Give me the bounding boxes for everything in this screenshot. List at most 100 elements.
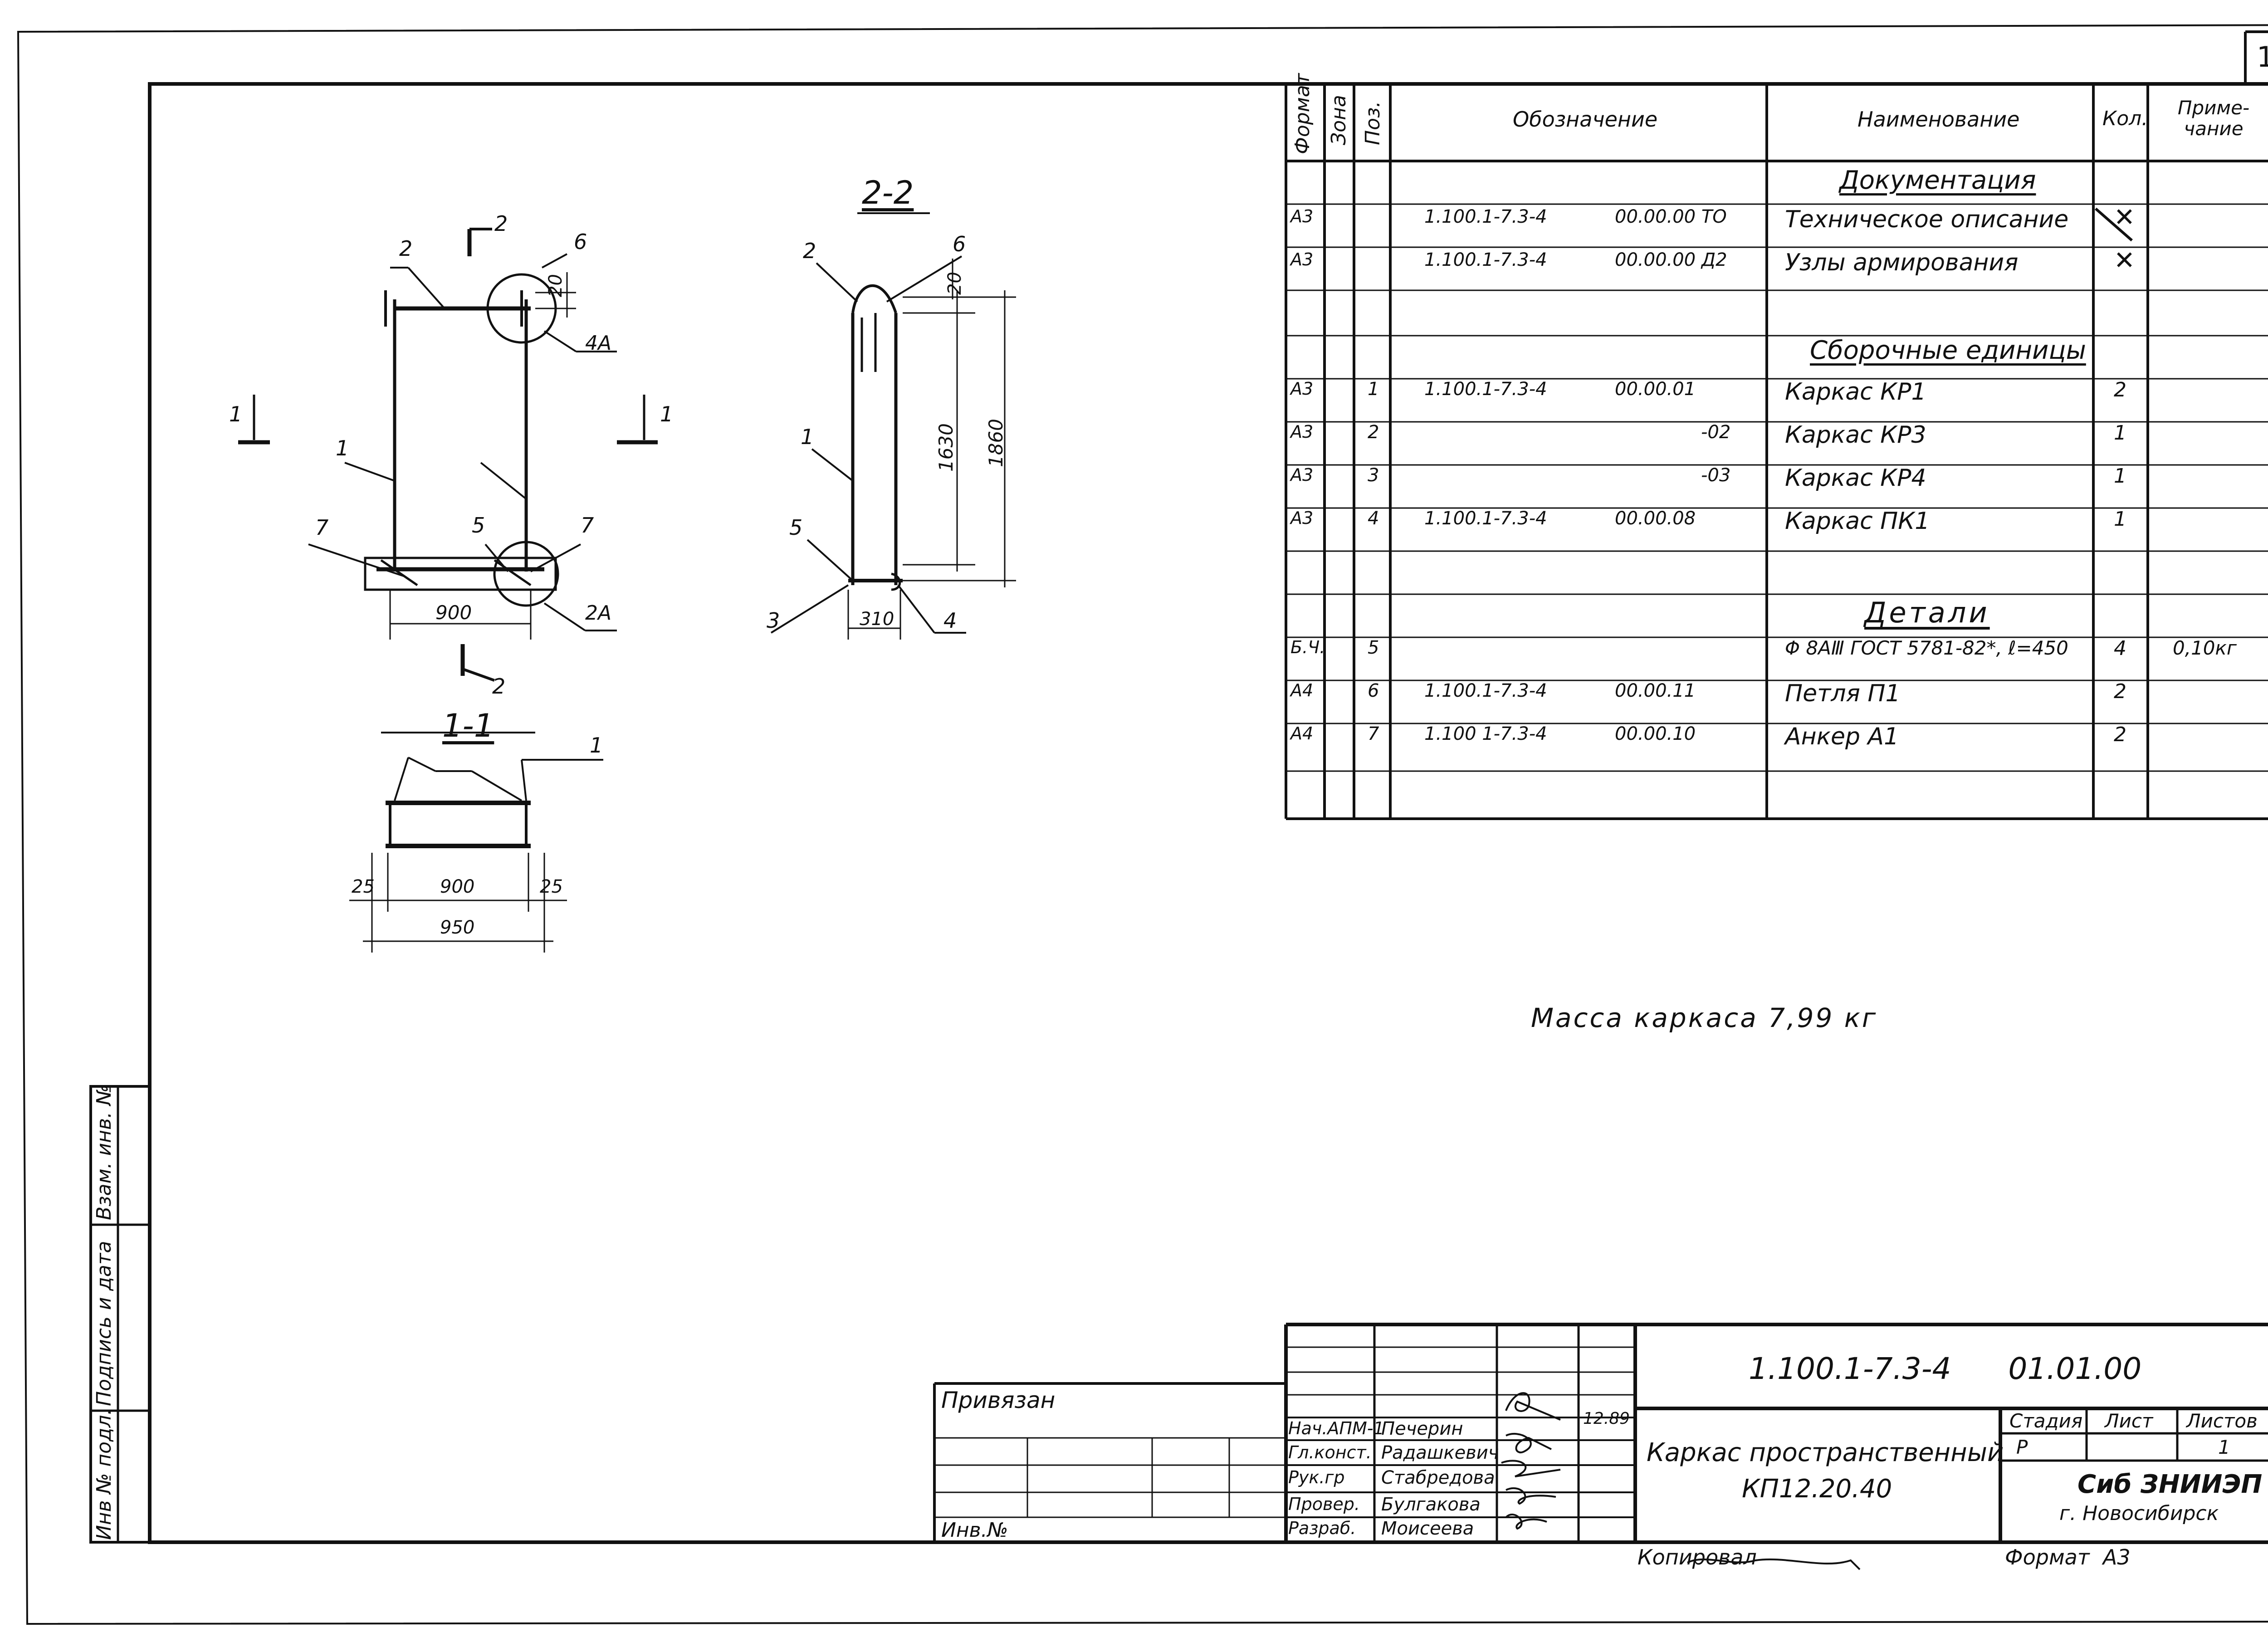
spec-name: Техническое описание [1785,206,2069,233]
front-leader-6: 6 [574,230,587,254]
spec-qty: ✕ [2114,203,2135,232]
signer-name: Стабредова [1381,1467,1495,1488]
front-leader-1: 1 [336,436,349,460]
doc-code: 1.100.1-7.3-4 01.01.00 [1749,1351,2142,1386]
s22-leader-5: 5 [789,515,803,540]
section-1-1-title: 1-1 [442,707,494,744]
spec-qty: ✕ [2114,246,2135,275]
s11-dim-950: 950 [440,917,475,938]
spec-name: Анкер А1 [1785,723,1899,750]
sheets-label: Листов [2186,1410,2258,1432]
spec-suffix: 00.00.08 [1615,508,1696,529]
side-stamp-frame [89,1085,151,1544]
spec-qty: 2 [2114,723,2126,746]
spec-suffix: 00.00.00 ТО [1615,206,1727,227]
spec-qty: 1 [2114,508,2126,531]
title-line1: Каркас пространственный [1647,1438,2004,1467]
stage-value: Р [2016,1436,2028,1458]
spec-format: А3 [1290,508,1314,528]
spec-suffix: 00.00.10 [1615,723,1696,744]
s22-leader-6: 6 [953,232,966,256]
signer-role: Разраб. [1288,1518,1356,1538]
signer-role: Гл.конст. [1288,1442,1372,1462]
front-dim-20: 20 [545,274,566,297]
s11-dim-900: 900 [440,876,475,897]
front-leader-5: 5 [472,513,485,538]
s11-leader-1: 1 [590,733,603,758]
spec-code: 1.100.1-7.3-4 [1424,249,1547,270]
section-2-2-view [770,212,1016,640]
spec-pos: 6 [1368,680,1379,701]
spec-format: А3 [1290,206,1314,226]
spec-name: Φ 8АⅢ ГОСТ 5781-82*, ℓ=450 [1785,637,2068,659]
side-sign-date: Подпись и дата [93,1241,116,1406]
section-documentation: Документация [1839,166,2036,195]
bound-label: Привязан [941,1387,1056,1413]
front-section-mark-top: 2 [494,211,508,236]
front-dim-900: 900 [435,601,472,624]
section-2-2-title: 2-2 [862,174,914,211]
inner-frame [148,82,2268,1544]
callout-2a: 2А [585,601,612,625]
front-section-mark-right: 1 [660,402,674,426]
mass-note: Масса каркаса 7,99 кг [1531,1002,1878,1033]
format-label: Формат А3 [2005,1545,2131,1569]
spec-format: А3 [1290,379,1314,399]
spec-code: 1.100.1-7.3-4 [1424,206,1547,227]
s22-leader-3: 3 [767,608,780,633]
signer-name: Моисеева [1381,1518,1474,1539]
front-leader-2: 2 [399,236,413,261]
s22-leader-4: 4 [943,608,957,633]
org-line1: Сиб ЗНИИЭП [2077,1470,2263,1499]
spec-pos: 2 [1368,422,1379,443]
title-block-grid [933,1323,2268,1542]
spec-name: Петля П1 [1785,680,1901,707]
spec-suffix: 00.00.11 [1615,680,1696,701]
sheet-label: Лист [2105,1410,2153,1432]
side-inv-orig: Инв № подл. [93,1408,116,1540]
spec-format: А3 [1290,465,1314,485]
org-line2: г. Новосибирск [2059,1502,2219,1525]
header-designation: Обозначение [1513,107,1658,132]
spec-name: Каркас КР4 [1785,464,1926,492]
spec-format: А3 [1290,422,1314,442]
title-line2: КП12.20.40 [1742,1474,1892,1504]
s22-dim-20: 20 [944,272,965,295]
paper-edge [17,24,2268,1625]
spec-suffix: 00.00.01 [1615,379,1696,400]
spec-code: 1.100 1-7.3-4 [1424,723,1547,744]
spec-pos: 3 [1368,465,1379,486]
spec-qty: 2 [2114,680,2126,703]
spec-name: Каркас КР3 [1785,421,1926,449]
signer-role: Нач.АПМ-1 [1288,1418,1384,1438]
spec-format: Б.Ч. [1290,637,1325,657]
spec-note: 0,10кг [2173,637,2237,659]
sheet-number: 12 [2257,40,2268,73]
callout-4a: 4А [585,332,612,355]
s22-dim-1860: 1860 [985,419,1007,467]
header-note: Приме-чание [2177,97,2250,140]
spec-qty: 1 [2114,421,2126,445]
spec-code: 1.100.1-7.3-4 [1424,508,1547,529]
header-qty: Кол. [2102,107,2148,130]
front-view [238,228,658,682]
section-assembly-units: Сборочные единицы [1810,336,2086,365]
header-pos: Поз. [1361,101,1384,145]
front-leader-7b: 7 [581,513,594,538]
spec-table-grid [1285,84,2268,820]
side-replace-inv: Взам. инв. № [93,1085,116,1220]
section-1-1-view [349,732,603,953]
spec-qty: 4 [2114,637,2126,660]
spec-suffix: 00.00.00 Д2 [1615,249,1727,270]
header-zone: Зона [1327,95,1350,145]
signer-name: Печерин [1381,1418,1463,1439]
spec-pos: 4 [1368,508,1379,529]
front-section-mark-left: 1 [229,402,243,426]
s22-dim-310: 310 [860,609,894,630]
s11-dim-25b: 25 [540,876,563,897]
copied-label: Копировал [1637,1545,1757,1569]
front-section-mark-bottom: 2 [492,674,506,699]
signer-name: Радашкевич [1381,1442,1499,1463]
spec-suffix: -03 [1701,465,1731,486]
